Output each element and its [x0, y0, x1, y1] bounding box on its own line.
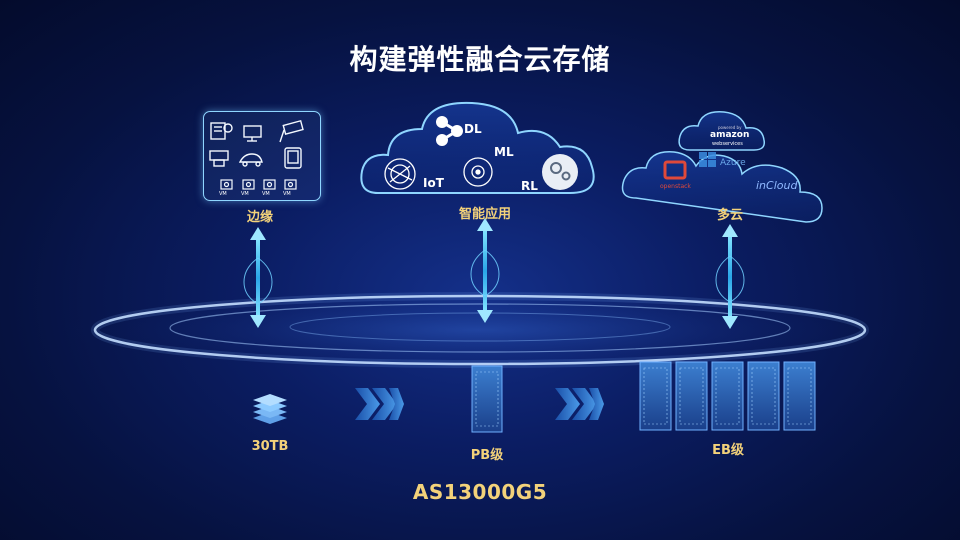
iot-label: IoT — [423, 176, 444, 190]
openstack-label: openstack — [660, 183, 691, 190]
rl-label: RL — [521, 179, 538, 193]
product-model: AS13000G5 — [412, 480, 548, 504]
edge-devices-panel — [203, 111, 321, 201]
multi-cloud-shape — [621, 151, 823, 223]
dl-label: DL — [464, 122, 482, 136]
tier-eb-label: EB级 — [712, 443, 744, 458]
vm-label: VM — [283, 191, 291, 197]
ai-cloud-shape — [360, 101, 595, 194]
vm-label: VM — [262, 191, 270, 197]
vm-icons — [220, 179, 297, 190]
chevron-arrows-2 — [555, 388, 604, 420]
chevron-arrows-1 — [355, 388, 404, 420]
page-title: 构建弹性融合云存储 — [349, 43, 611, 76]
edge-device-icons — [209, 119, 304, 169]
pb-server-rack-icon — [471, 365, 503, 433]
azure-label: Azure — [720, 158, 746, 168]
ring-glow — [60, 290, 900, 370]
tier-pb-label: PB级 — [470, 448, 504, 463]
vm-label: VM — [219, 191, 227, 197]
edge-arrow — [243, 227, 273, 328]
amazon-logo-text: amazon — [710, 130, 750, 140]
aws-sub-label: webservices — [712, 141, 743, 147]
share-icon — [436, 116, 463, 146]
ai-app-label: 智能应用 — [458, 207, 511, 222]
multicloud-label: 多云 — [716, 208, 743, 223]
ml-gear-icon — [463, 157, 493, 187]
small-storage-icon — [253, 394, 287, 424]
aws-powered-label: powered by — [718, 125, 742, 130]
azure-windows-icon — [699, 152, 716, 167]
tier-30tb-label: 30TB — [251, 439, 289, 454]
aws-cloud-shape — [678, 111, 766, 151]
middle-ring — [169, 303, 791, 353]
ai-arrow — [470, 218, 500, 323]
iot-globe-icon — [384, 158, 416, 190]
rl-brain-icon — [542, 154, 578, 190]
edge-label: 边缘 — [246, 210, 273, 225]
eb-server-racks-icon — [639, 361, 816, 431]
cloud-arrow — [715, 224, 745, 329]
openstack-icon — [663, 160, 687, 180]
outer-ring — [93, 294, 867, 366]
vm-label: VM — [241, 191, 249, 197]
incloud-label: inCloud — [756, 179, 798, 192]
ml-label: ML — [494, 145, 514, 159]
